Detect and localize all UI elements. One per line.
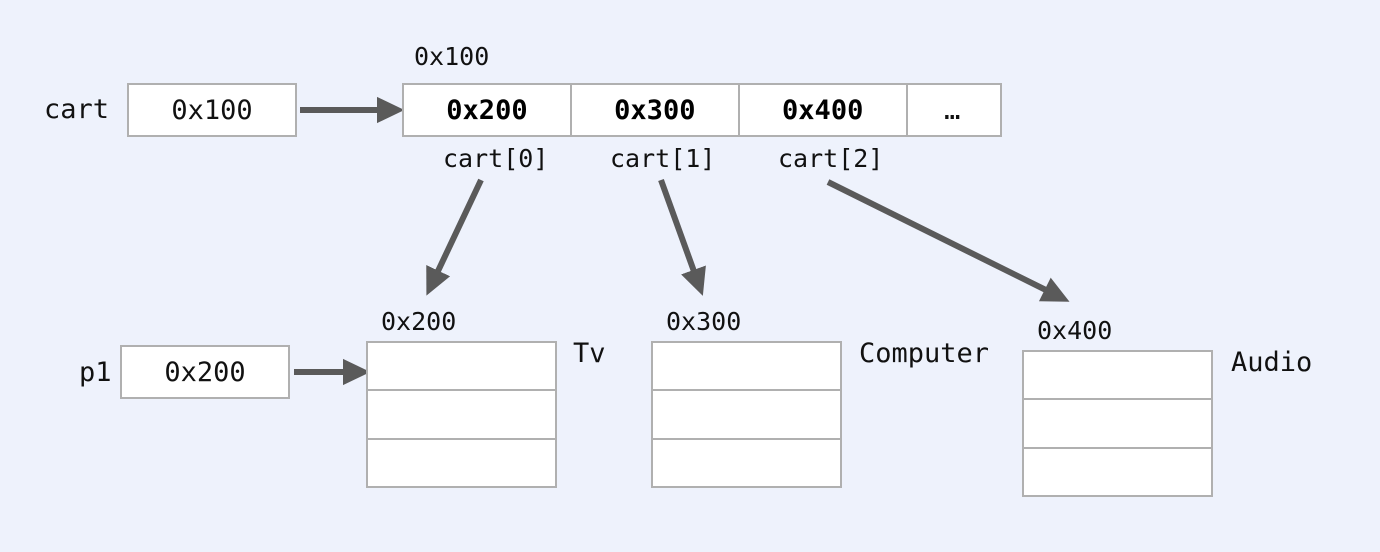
array-index-label-2: cart[2] (778, 144, 884, 173)
object-row (368, 391, 555, 440)
variable-label-p1: p1 (79, 357, 112, 388)
array-cell-value-1: 0x300 (614, 94, 696, 126)
object-name-tv: Tv (573, 338, 606, 369)
object-name-computer: Computer (859, 338, 990, 369)
array-cell-value-2: 0x400 (782, 94, 864, 126)
object-row (368, 343, 555, 392)
object-row (1024, 448, 1211, 495)
object-row (368, 439, 555, 486)
array-address-label: 0x100 (414, 42, 490, 71)
array-index-label-0: cart[0] (443, 144, 549, 173)
object-row (653, 439, 840, 486)
object-address-label-1: 0x300 (666, 307, 742, 336)
object-name-audio: Audio (1231, 347, 1313, 378)
variable-box-p1: 0x200 (120, 345, 290, 399)
arrow-cart2-to-audio (826, 179, 1070, 302)
variable-value-cart: 0x100 (171, 94, 253, 126)
arrow-cart0-to-tv (426, 178, 484, 296)
variable-value-p1: 0x200 (164, 356, 246, 388)
object-row (1024, 400, 1211, 449)
object-row (1024, 352, 1211, 401)
array-cell-overflow: … (908, 85, 1000, 135)
array-cell-1: 0x300 (572, 85, 740, 135)
object-address-label-0: 0x200 (381, 307, 457, 336)
array-cell-value-0: 0x200 (446, 94, 528, 126)
object-address-label-2: 0x400 (1037, 316, 1113, 345)
object-box-audio (1022, 350, 1213, 497)
array-cell-0: 0x200 (404, 85, 572, 135)
variable-box-cart: 0x100 (127, 83, 297, 137)
object-row (653, 343, 840, 392)
object-box-computer (651, 341, 842, 488)
variable-label-cart: cart (44, 94, 110, 125)
pointer-array: 0x200 0x300 0x400 … (402, 83, 1002, 137)
arrow-cart1-to-computer (658, 178, 706, 296)
array-index-label-1: cart[1] (610, 144, 716, 173)
object-row (653, 391, 840, 440)
object-box-tv (366, 341, 557, 488)
array-cell-2: 0x400 (740, 85, 908, 135)
array-cell-value-overflow: … (944, 94, 964, 126)
